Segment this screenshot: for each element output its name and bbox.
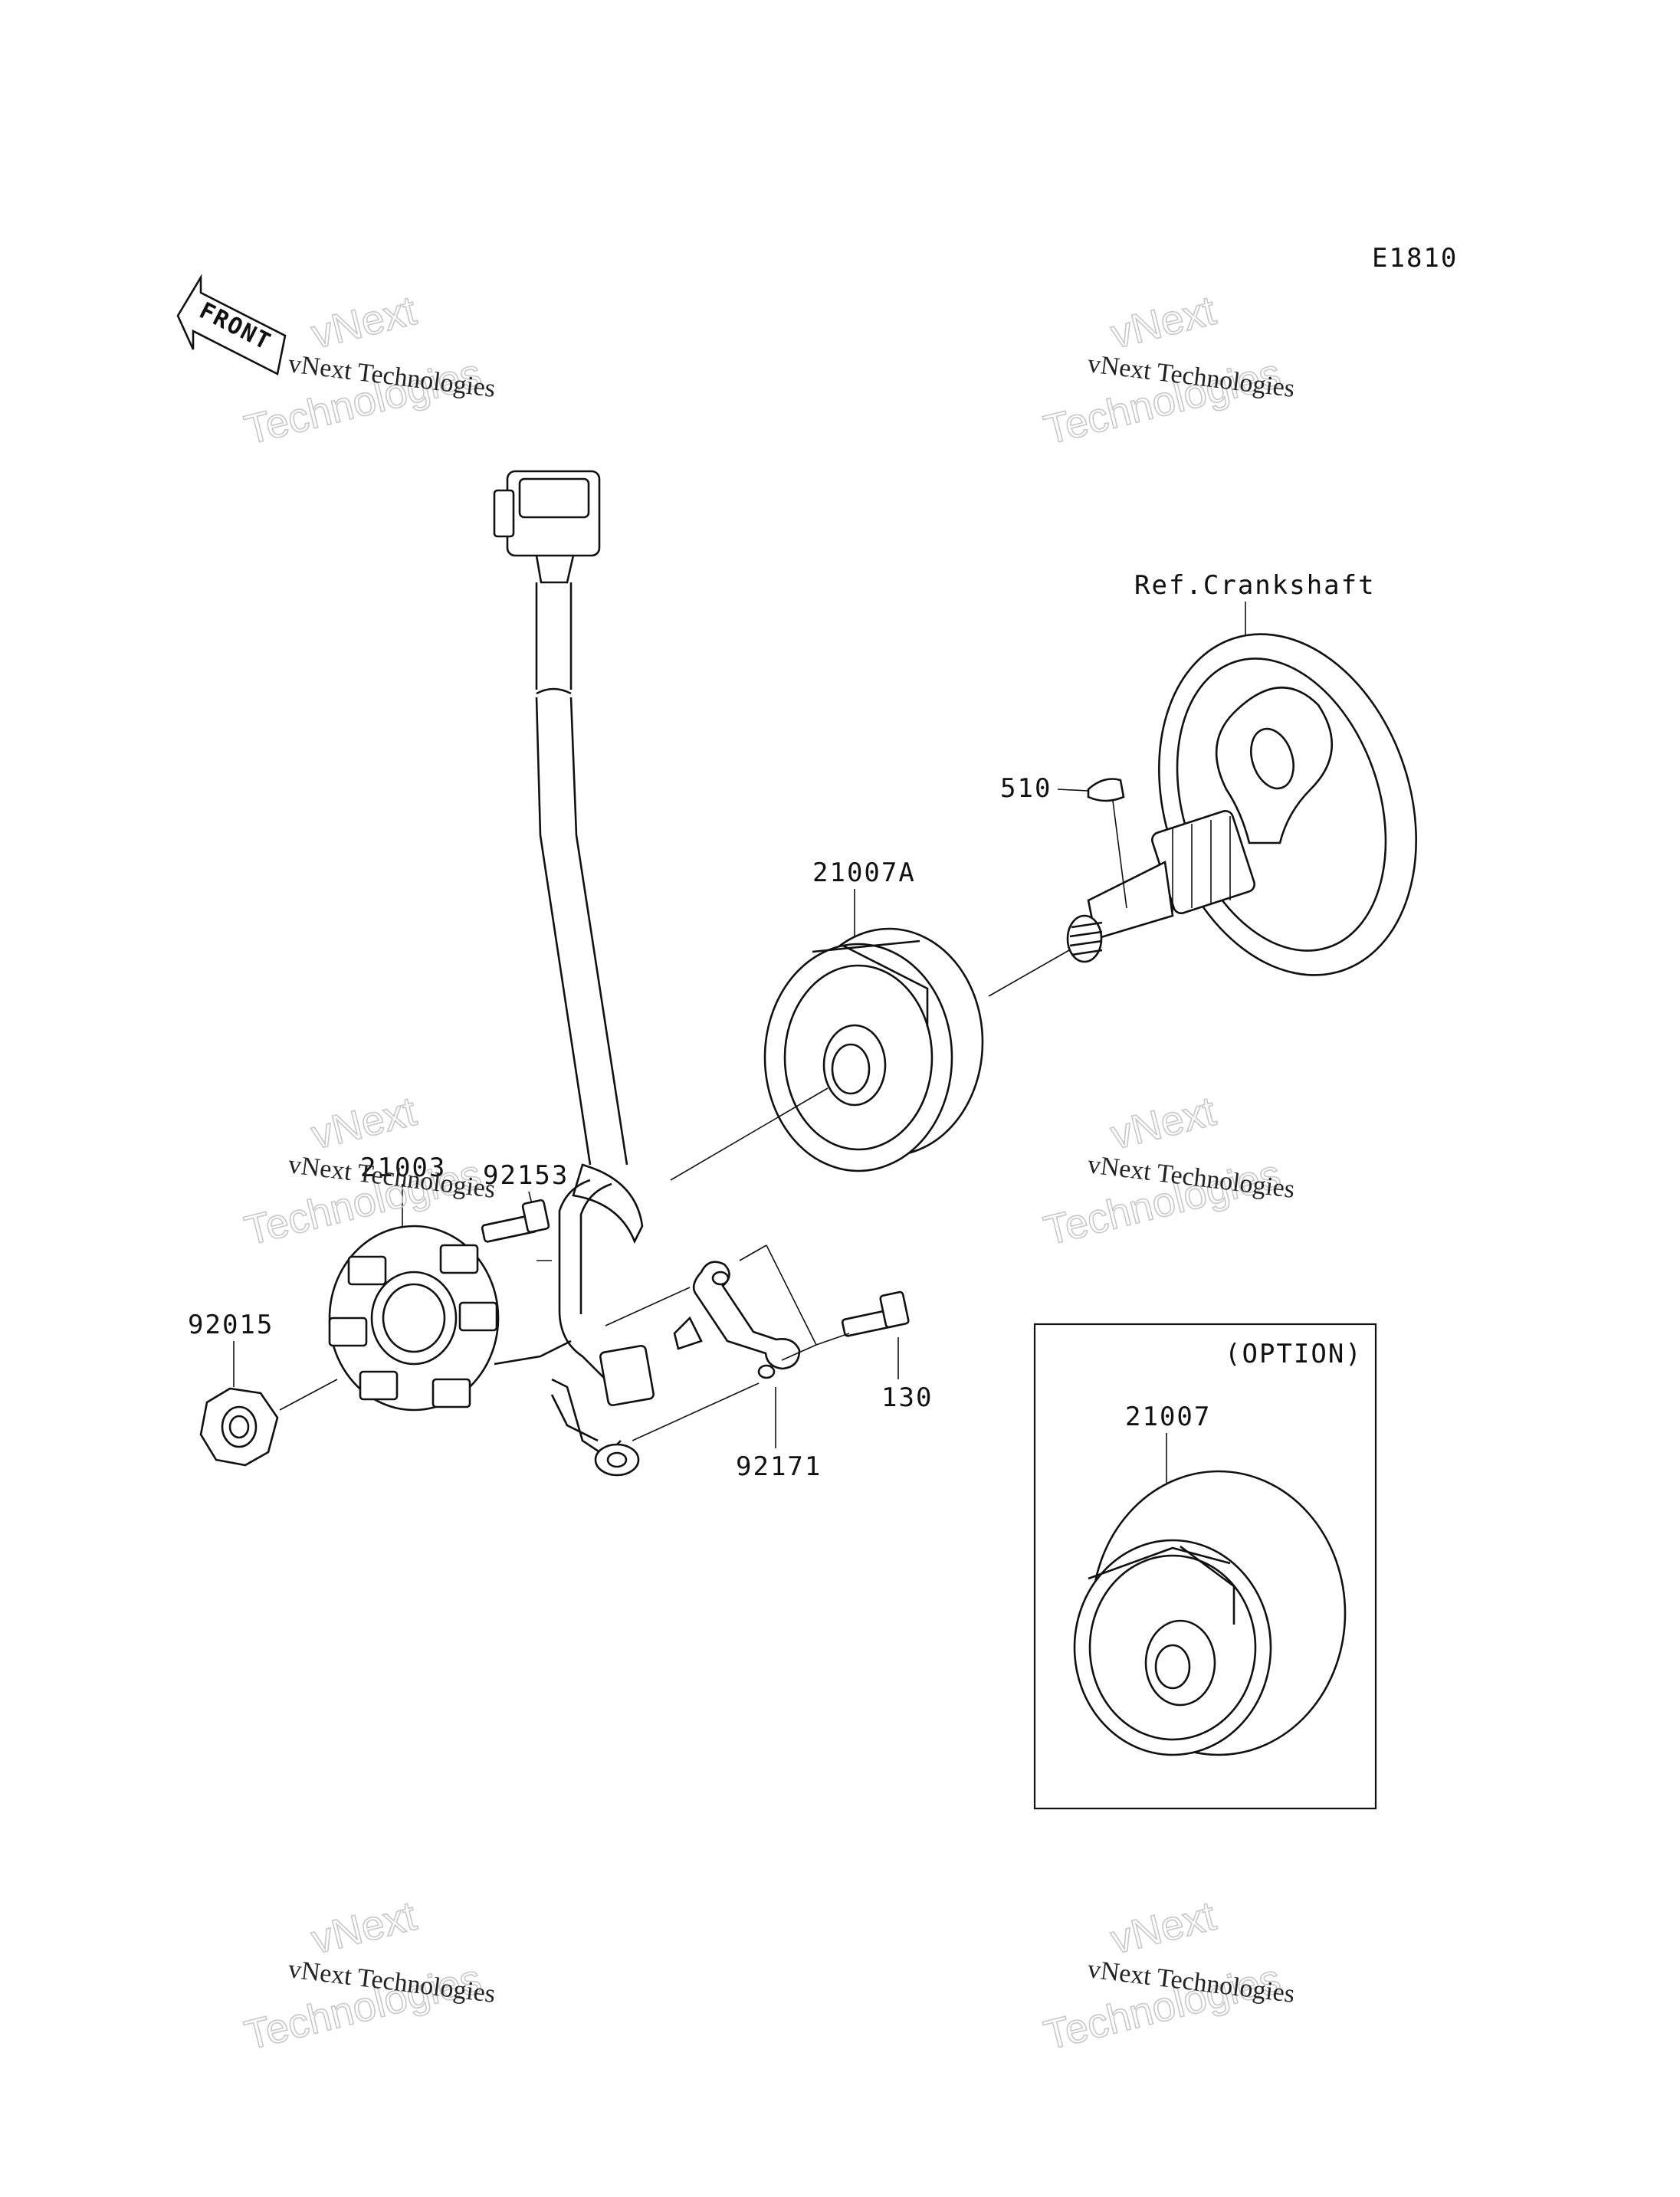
label-stator-21003: 21003 [360,1153,446,1183]
svg-text:vNext: vNext [1106,287,1219,358]
option-box [1033,1323,1377,1810]
watermark-bottom-left: vNext Technologies vNext Technologies [240,1892,497,2059]
svg-text:vNext: vNext [307,1088,420,1159]
clamp-92171-part [673,1261,801,1379]
label-clamp-92171: 92171 [736,1451,822,1482]
svg-text:vNext: vNext [1106,1088,1219,1159]
front-arrow-icon: FRONT [176,274,287,375]
woodruff-key-part [1087,778,1125,802]
flywheel-part [763,927,984,1172]
crankshaft-part [1066,633,1417,976]
flywheel-option-part [1073,1470,1347,1756]
pickup-coil-part [550,1344,655,1477]
wire-harness-part [493,470,644,1388]
watermark-top-right: vNext Technologies vNext Technologies [1039,287,1297,454]
svg-text:vNext: vNext [307,287,420,358]
label-bolt-130: 130 [881,1382,933,1413]
stator-part [328,1225,572,1412]
label-flywheel-option-21007: 21007 [1125,1402,1211,1432]
label-bolt-92153: 92153 [483,1160,569,1191]
diagram-code: E1810 [1372,243,1458,274]
option-label: (OPTION) [1225,1339,1363,1369]
nut-92015-part [199,1387,279,1467]
bolt-130-part [841,1290,910,1337]
label-ref-crankshaft: Ref.Crankshaft [1134,570,1376,601]
svg-text:vNext: vNext [307,1893,420,1963]
watermark-bottom-right: vNext Technologies vNext Technologies [1039,1892,1297,2059]
bolt-92153-part [481,1199,550,1243]
watermark-mid-left: vNext Technologies vNext Technologies [240,1087,497,1254]
label-key-510: 510 [1000,773,1052,804]
label-flywheel-21007a: 21007A [812,857,916,888]
svg-text:vNext: vNext [1106,1893,1219,1963]
label-nut-92015: 92015 [188,1310,274,1340]
watermark-mid-right: vNext Technologies vNext Technologies [1039,1087,1297,1254]
